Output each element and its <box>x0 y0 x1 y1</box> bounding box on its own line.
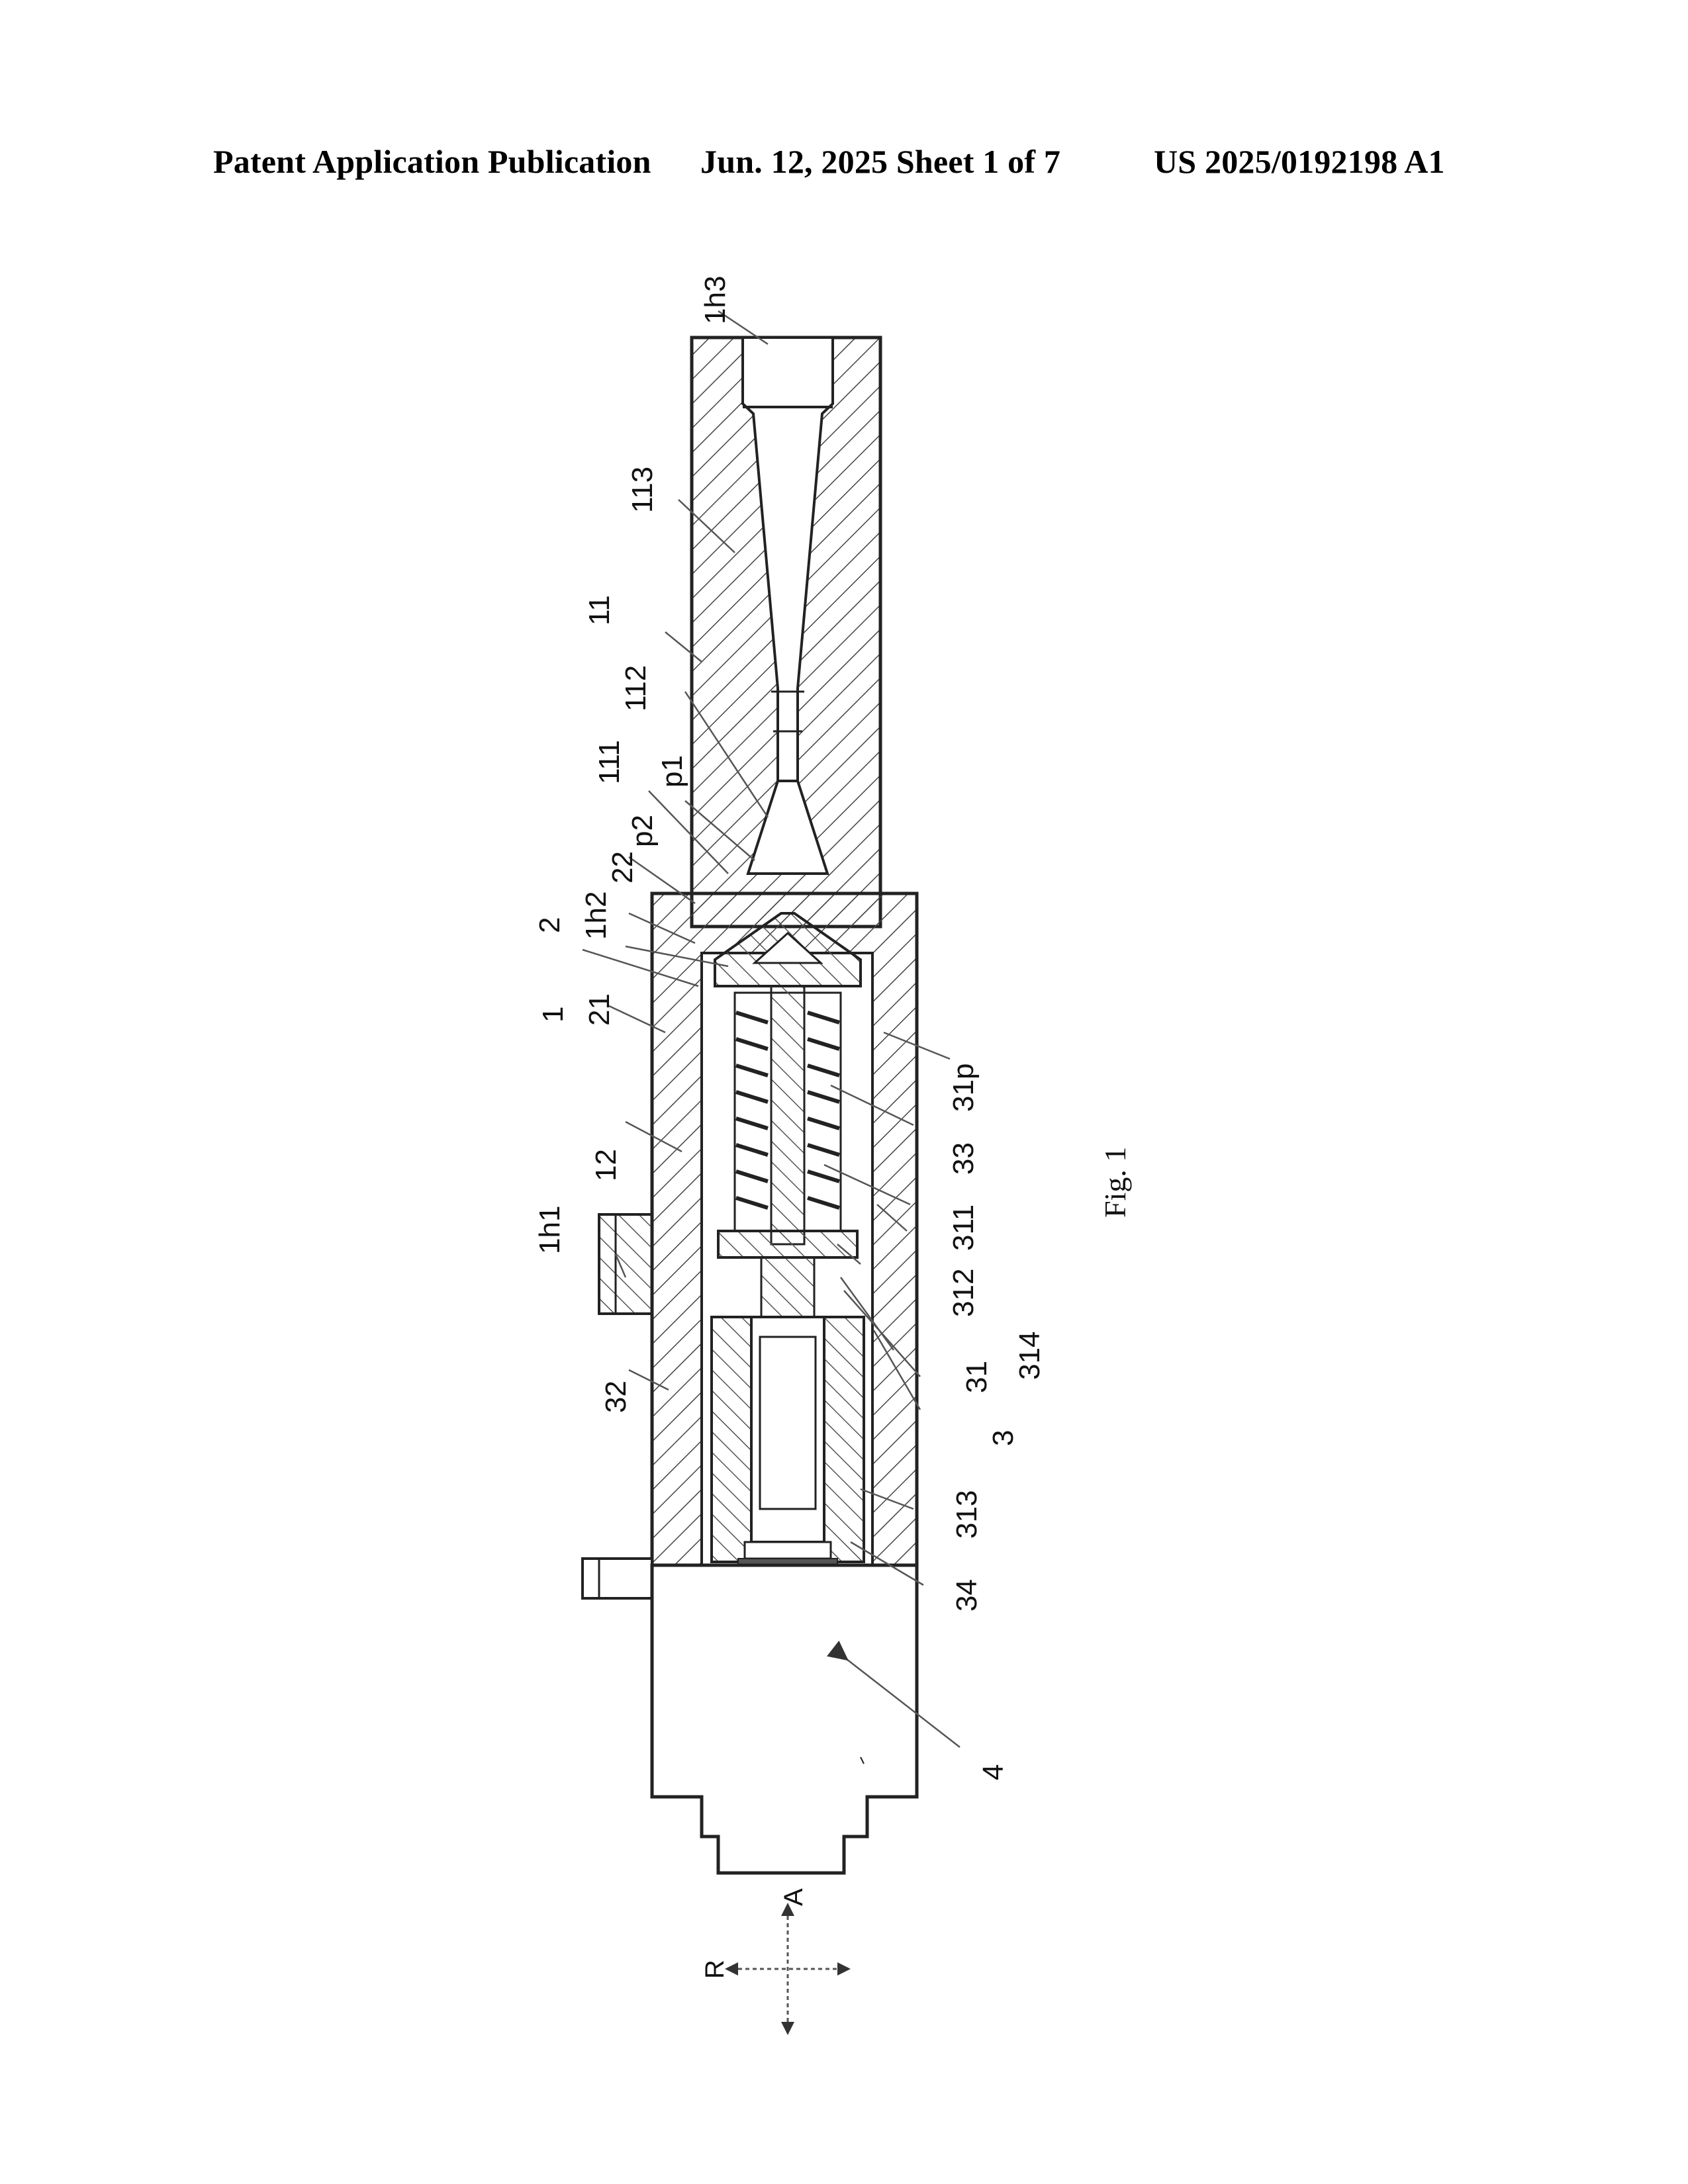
label-31: 31 <box>961 1361 993 1393</box>
label-313: 313 <box>951 1490 983 1539</box>
inner-tube-31 <box>712 1317 864 1562</box>
spring-33 <box>735 986 841 1244</box>
label-p1: p1 <box>656 755 688 788</box>
label-112: 112 <box>620 665 652 711</box>
label-1: 1 <box>537 1007 569 1023</box>
label-314: 314 <box>1013 1332 1046 1380</box>
cap-4 <box>652 1565 917 1873</box>
label-11: 11 <box>583 595 616 625</box>
axis-label-r: R <box>700 1960 729 1979</box>
label-31p: 31p <box>947 1064 980 1112</box>
label-p2: p2 <box>626 815 659 847</box>
label-1h1: 1h1 <box>534 1206 566 1254</box>
label-34: 34 <box>951 1579 983 1612</box>
label-312: 312 <box>947 1269 980 1317</box>
label-32: 32 <box>600 1381 632 1413</box>
label-12: 12 <box>590 1149 622 1181</box>
label-311: 311 <box>947 1205 980 1251</box>
label-1h2: 1h2 <box>580 891 612 940</box>
label-22: 22 <box>606 851 639 884</box>
axis-label-a: A <box>779 1888 808 1906</box>
lug <box>583 1559 652 1598</box>
label-33: 33 <box>947 1142 980 1175</box>
label-21: 21 <box>583 993 616 1026</box>
label-2: 2 <box>534 917 566 933</box>
label-3: 3 <box>987 1430 1019 1446</box>
nozzle-part-11 <box>692 338 880 927</box>
label-111: 111 <box>593 740 626 784</box>
label-113: 113 <box>626 467 659 513</box>
label-1h3: 1h3 <box>699 276 731 324</box>
figure-caption: Fig. 1 <box>1098 1147 1132 1218</box>
label-4: 4 <box>977 1764 1009 1780</box>
axis-indicator: A R <box>700 1888 851 2035</box>
